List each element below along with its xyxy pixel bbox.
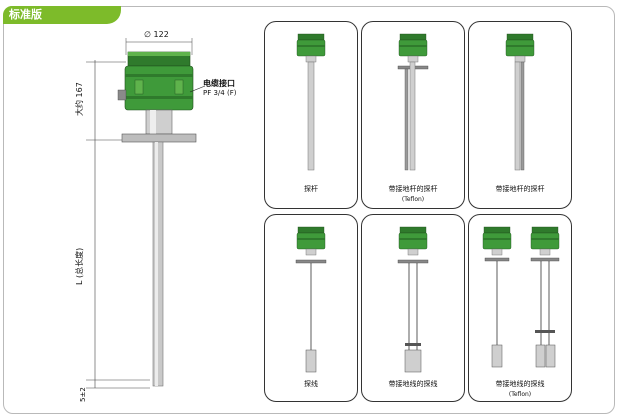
cable-thread: PF 3/4 (F) xyxy=(203,89,237,97)
cable-gland xyxy=(117,89,127,101)
variant-1-label: 探杆 xyxy=(304,185,318,193)
variant-2-label: 带接地杆的探杆 xyxy=(388,185,438,193)
variant-3-label: 带接地杆的探杆 xyxy=(495,185,545,193)
variant-2-note: (Teflon) xyxy=(401,196,425,203)
cable-label: 电缆接口 xyxy=(203,79,235,88)
variant-4-drawing xyxy=(295,226,327,373)
variant-1-drawing xyxy=(296,33,326,171)
variant-6-label: 带接地线的探线 xyxy=(495,380,545,388)
variant-2-drawing xyxy=(397,33,429,171)
variant-6-drawing xyxy=(482,226,560,368)
variant-5-label: 带接地线的探线 xyxy=(388,380,438,388)
header-title: 标准版 xyxy=(9,8,42,21)
variant-5-drawing xyxy=(397,226,429,373)
variant-3-drawing xyxy=(505,33,535,171)
header-tab xyxy=(3,6,121,24)
variant-4-label: 探线 xyxy=(304,380,318,388)
diameter-label: ∅ 122 xyxy=(144,30,169,39)
variant-6-note: (Teflon) xyxy=(508,391,532,398)
content-frame xyxy=(3,6,615,414)
